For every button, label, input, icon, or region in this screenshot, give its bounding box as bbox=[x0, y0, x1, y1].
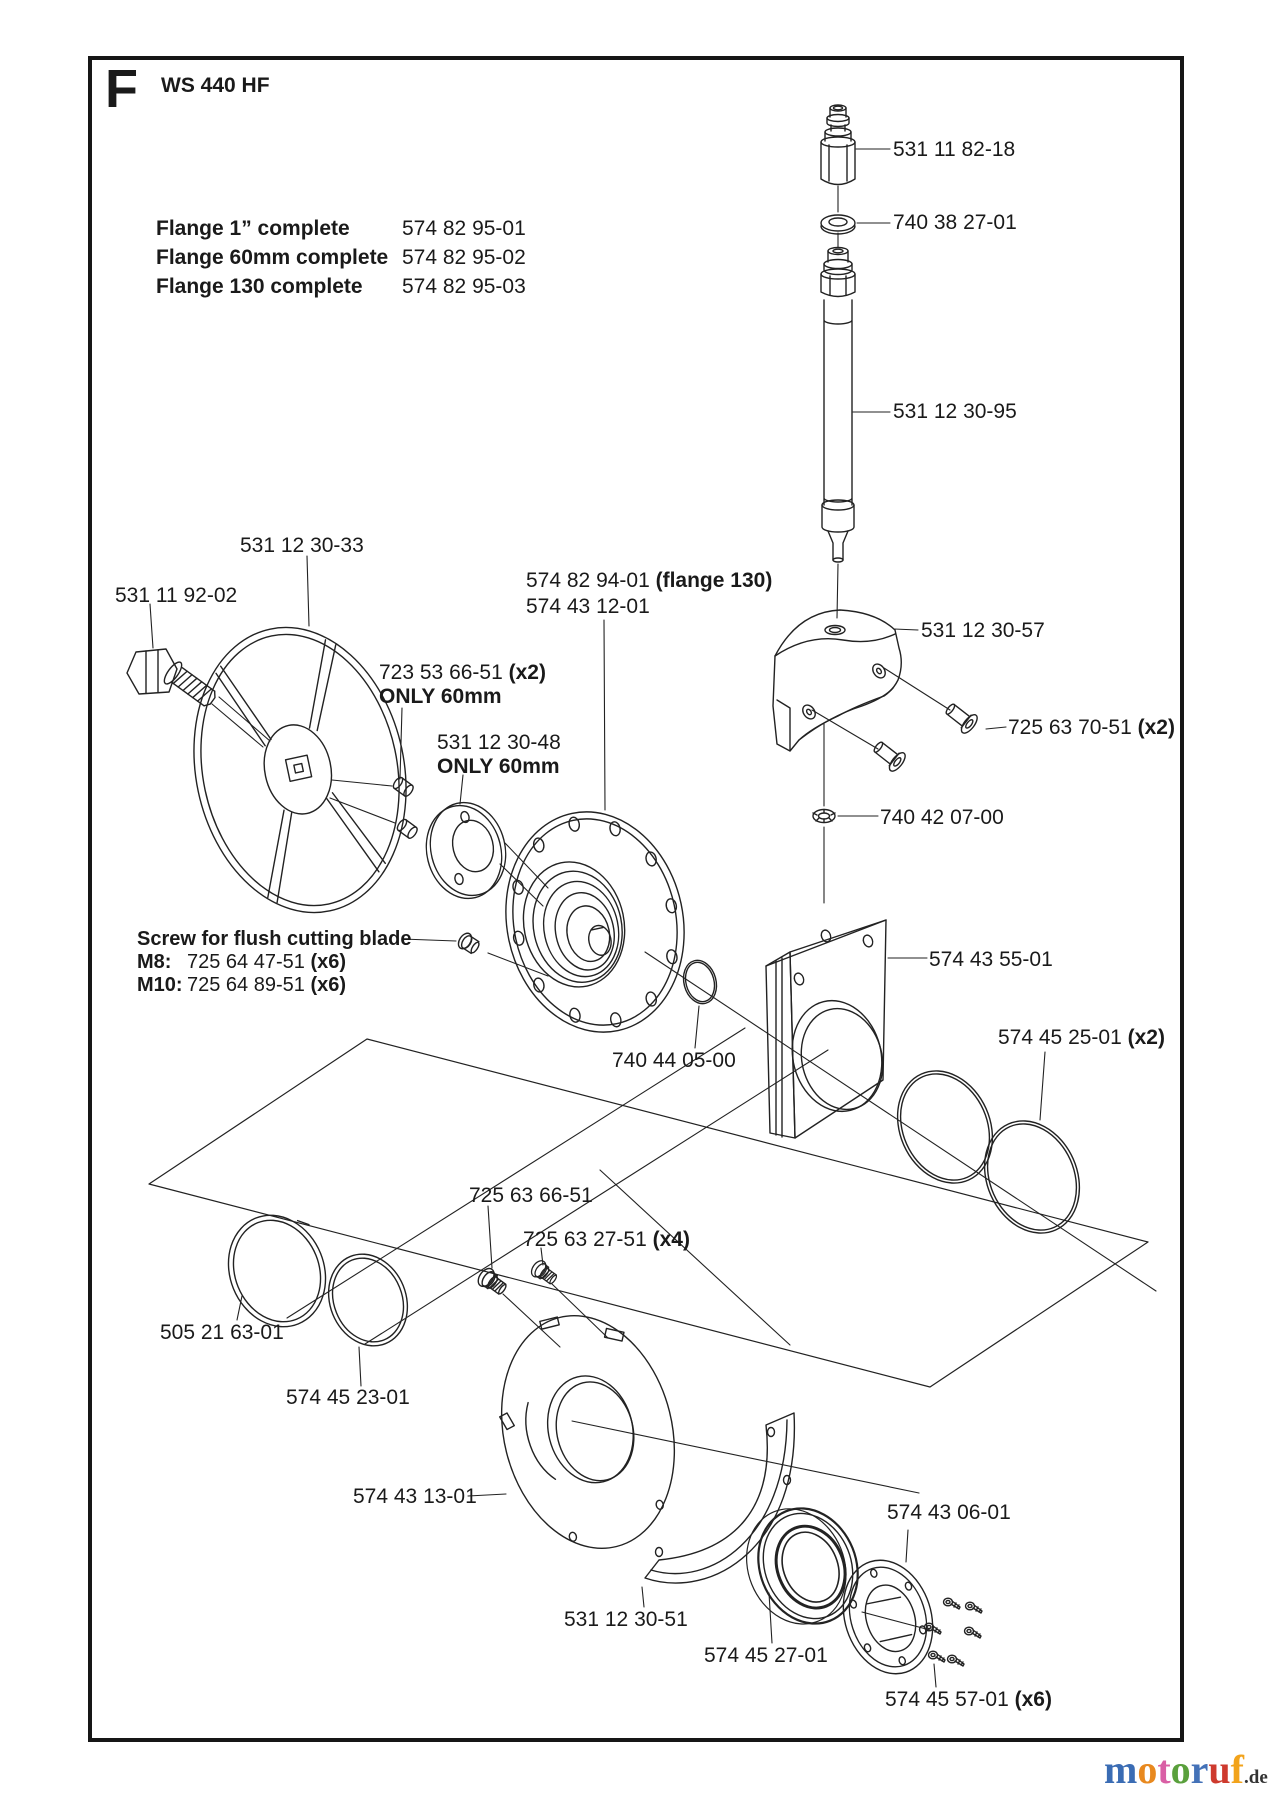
part-label: 505 21 63-01 bbox=[160, 1321, 284, 1344]
part-hex-bolt bbox=[126, 648, 216, 707]
part-adapter-ring bbox=[425, 801, 507, 900]
model-title: WS 440 HF bbox=[161, 74, 270, 97]
flush-screw-note: Screw for flush cutting blade M8:725 64 … bbox=[137, 928, 411, 997]
cutting-plane-outline bbox=[148, 1038, 1149, 1388]
flange-name: Flange 130 complete bbox=[156, 275, 363, 298]
logo-letter: t bbox=[1157, 1747, 1171, 1792]
part-large-oring bbox=[983, 1120, 1081, 1234]
part-label: 723 53 66-51 (x2) ONLY 60mm bbox=[379, 661, 546, 708]
table-row: Flange 1” complete 574 82 95-01 bbox=[156, 214, 526, 243]
part-washer bbox=[820, 214, 856, 235]
part-retaining-ring bbox=[227, 1214, 327, 1328]
flange-part-number: 574 82 95-02 bbox=[402, 246, 526, 269]
logo-suffix: .de bbox=[1244, 1767, 1268, 1788]
part-water-connector bbox=[820, 104, 856, 186]
flange-name: Flange 1” complete bbox=[156, 217, 350, 240]
part-guard-disc bbox=[499, 1315, 676, 1549]
part-label: 740 44 05-00 bbox=[612, 1049, 736, 1072]
leader-lines bbox=[149, 148, 1046, 1688]
part-large-oring bbox=[896, 1070, 994, 1184]
part-label: 725 63 27-51 (x4) bbox=[523, 1228, 690, 1251]
logo-letter: u bbox=[1208, 1747, 1231, 1792]
logo-letter: o bbox=[1170, 1747, 1191, 1792]
part-label: 574 43 06-01 bbox=[887, 1501, 1011, 1524]
part-label: 574 45 57-01 (x6) bbox=[885, 1688, 1052, 1711]
part-label: 574 45 25-01 (x2) bbox=[998, 1026, 1165, 1049]
part-label: 531 12 30-33 bbox=[240, 534, 364, 557]
part-main-flange bbox=[505, 811, 685, 1033]
logo-letter: o bbox=[1137, 1747, 1158, 1792]
part-pin bbox=[396, 818, 418, 839]
part-lock-washer bbox=[812, 808, 836, 824]
logo-letter: m bbox=[1104, 1747, 1138, 1792]
part-label: 574 43 55-01 bbox=[929, 948, 1053, 971]
part-label: 574 43 13-01 bbox=[353, 1485, 477, 1508]
diagram-border bbox=[88, 56, 1184, 1742]
part-end-flange bbox=[842, 1559, 934, 1675]
note-row: M8:725 64 47-51 (x6) bbox=[137, 951, 347, 973]
part-label: 740 38 27-01 bbox=[893, 211, 1017, 234]
flange-part-number: 574 82 95-03 bbox=[402, 275, 526, 298]
part-label: 574 45 27-01 bbox=[704, 1644, 828, 1667]
part-bearing bbox=[746, 1507, 859, 1625]
part-label: 725 63 66-51 bbox=[469, 1184, 593, 1207]
table-row: Flange 60mm complete 574 82 95-02 bbox=[156, 243, 526, 272]
flange-variants-table: Flange 1” complete 574 82 95-01 Flange 6… bbox=[156, 214, 526, 301]
table-row: Flange 130 complete 574 82 95-03 bbox=[156, 272, 526, 301]
part-oring bbox=[682, 959, 718, 1005]
flange-name: Flange 60mm complete bbox=[156, 246, 389, 269]
section-letter: F bbox=[105, 59, 138, 119]
part-label: 531 12 30-95 bbox=[893, 400, 1017, 423]
motoruf-logo[interactable]: motoruf.de bbox=[1104, 1750, 1268, 1790]
flange-part-number: 574 82 95-01 bbox=[402, 217, 526, 240]
part-label: 574 45 23-01 bbox=[286, 1386, 410, 1409]
part-label: 531 12 30-57 bbox=[921, 619, 1045, 642]
part-label: 531 12 30-48 ONLY 60mm bbox=[437, 731, 561, 778]
part-label: 740 42 07-00 bbox=[880, 806, 1004, 829]
part-label: 531 11 82-18 bbox=[893, 138, 1016, 161]
part-seal-ring bbox=[327, 1253, 409, 1347]
note-row: M10:725 64 89-51 (x6) bbox=[137, 974, 347, 996]
part-crescent-guard bbox=[644, 1412, 796, 1584]
part-label: 531 11 92-02 bbox=[115, 584, 238, 607]
part-label: 574 82 94-01 (flange 130) 574 43 12-01 bbox=[526, 569, 773, 618]
assembly-axis-lines bbox=[211, 696, 1157, 1631]
part-shaft bbox=[820, 246, 856, 563]
logo-letter: f bbox=[1230, 1747, 1244, 1792]
part-label: 531 12 30-51 bbox=[564, 1608, 688, 1631]
logo-letter: r bbox=[1190, 1747, 1209, 1792]
part-flush-cut-screw bbox=[457, 932, 480, 955]
part-mounting-plate bbox=[765, 919, 887, 1139]
part-pin bbox=[392, 776, 414, 797]
part-countersunk-screw bbox=[940, 698, 981, 737]
note-title: Screw for flush cutting blade bbox=[137, 928, 412, 950]
part-clamp-bracket bbox=[772, 609, 902, 752]
part-countersunk-screw bbox=[868, 736, 909, 775]
part-label: 725 63 70-51 (x2) bbox=[1008, 716, 1175, 739]
part-blade-disc bbox=[193, 626, 407, 914]
